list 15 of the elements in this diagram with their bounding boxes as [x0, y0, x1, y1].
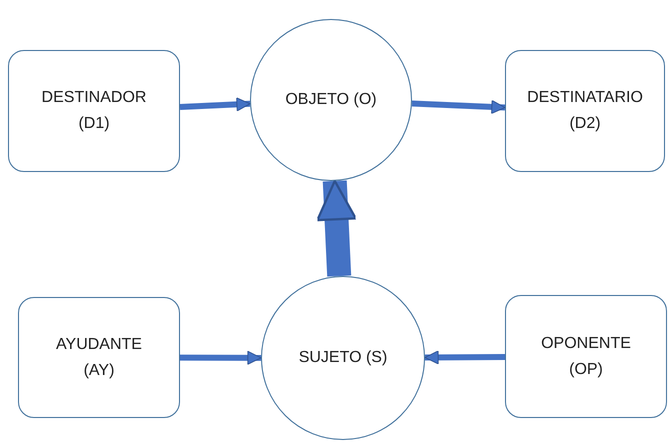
rounded-box: [505, 50, 665, 172]
rounded-box: [18, 297, 180, 418]
arrow: [180, 97, 250, 112]
arrow: [180, 350, 262, 365]
node-label: OBJETO (O): [285, 90, 377, 110]
node-label: AYUDANTE (AY): [55, 334, 143, 380]
rounded-box: [8, 50, 180, 172]
arrow: [424, 350, 506, 364]
rounded-box: [505, 295, 667, 418]
arrow: [412, 100, 506, 114]
node-label: SUJETO (S): [298, 348, 388, 368]
node-label: DESTINATARIO (D2): [526, 88, 644, 134]
node-label: OPONENTE (OP): [540, 334, 632, 380]
block-arrow: [316, 180, 357, 277]
node-label: DESTINADOR (D1): [40, 88, 148, 134]
